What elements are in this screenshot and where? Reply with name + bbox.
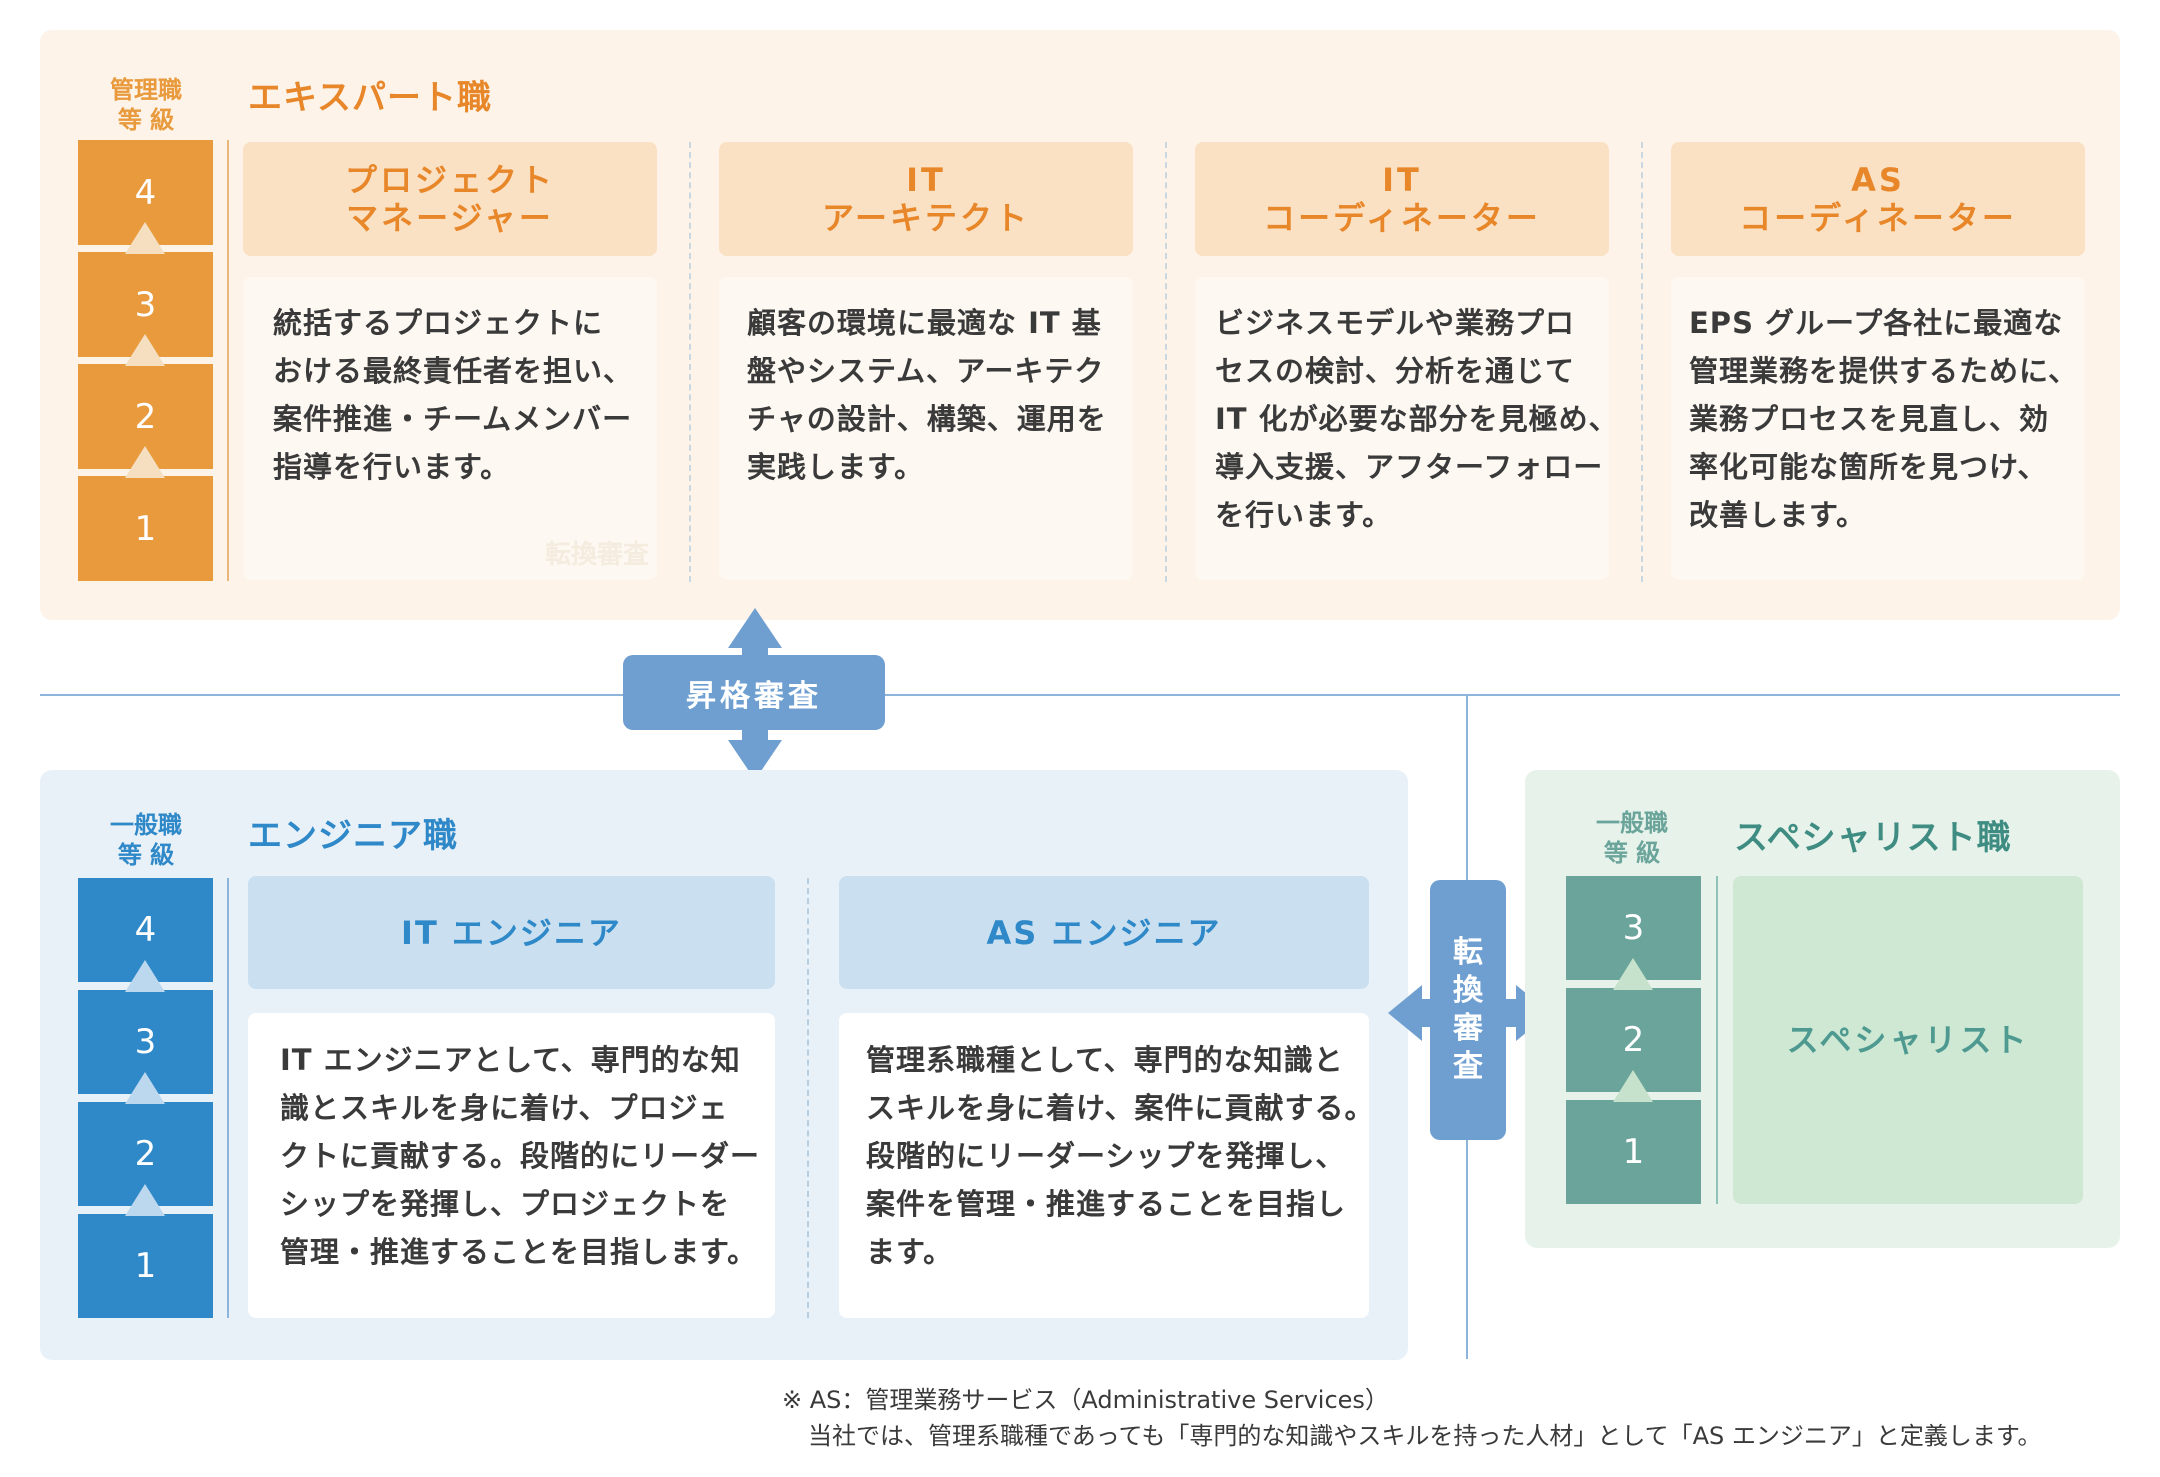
role-title-line: プロジェクト (344, 161, 555, 199)
up-arrow-icon (728, 608, 782, 678)
description-line: 顧客の環境に最適な IT 基 (747, 306, 1102, 340)
up-arrow-icon (1613, 1070, 1653, 1102)
grade-label-line: 一般職 (1596, 809, 1668, 837)
description-line: 案件を管理・推進することを目指し (866, 1187, 1347, 1221)
divider (227, 140, 229, 581)
column-divider (689, 142, 691, 582)
grade-box-2: 2 (78, 364, 213, 469)
conversion-review-char: 転 (1453, 935, 1483, 970)
description-line: おける最終責任者を担い、 (273, 354, 634, 388)
divider (227, 878, 229, 1318)
role-description-as-coordinator: EPS グループ各社に最適な 管理業務を提供するために、 業務プロセスを見直し、… (1671, 277, 2085, 580)
role-description-it-engineer: IT エンジニアとして、専門的な知 識とスキルを身に着け、プロジェ クトに貢献す… (248, 1013, 775, 1318)
description-line: IT エンジニアとして、専門的な知 (280, 1043, 741, 1077)
promotion-review-label: 昇格審査 (623, 655, 885, 730)
role-description-it-coordinator: ビジネスモデルや業務プロ セスの検討、分析を通じて IT 化が必要な部分を見極め… (1195, 277, 1619, 580)
description-line: 導入支援、アフターフォロー (1215, 450, 1604, 484)
role-box-specialist: スペシャリスト (1733, 876, 2083, 1204)
role-header-project-manager: プロジェクト マネージャー (243, 142, 657, 256)
engineer-title: エンジニア職 (248, 816, 458, 856)
role-header-it-engineer: IT エンジニア (248, 876, 775, 989)
description-line: 統括するプロジェクトに (273, 306, 604, 340)
conversion-review-char: 審 (1453, 1011, 1483, 1046)
expert-grade-label: 管理職 等 級 (96, 75, 196, 135)
description-line: 実践します。 (747, 450, 925, 484)
grade-box-1: 1 (78, 476, 213, 581)
column-divider (807, 878, 809, 1318)
role-title-line: マネージャー (346, 199, 554, 237)
up-arrow-icon (125, 1184, 165, 1216)
description-line: セスの検討、分析を通じて (1215, 354, 1576, 388)
role-title-line: AS (1851, 161, 1905, 199)
description-line: 管理系職種として、専門的な知識と (866, 1043, 1344, 1077)
up-arrow-icon (125, 960, 165, 992)
description-line: 率化可能な箇所を見つけ、 (1689, 450, 2048, 484)
description-line: IT 化が必要な部分を見極め、 (1215, 402, 1619, 436)
role-title-line: IT (906, 161, 946, 199)
column-divider (1641, 142, 1643, 582)
role-description-as-engineer: 管理系職種として、専門的な知識と スキルを身に着け、案件に貢献する。 段階的にリ… (839, 1013, 1375, 1318)
description-line: ビジネスモデルや業務プロ (1215, 306, 1576, 340)
grade-box-1: 1 (78, 1214, 213, 1318)
down-arrow-icon (728, 710, 782, 780)
description-line: 段階的にリーダーシップを発揮し、 (866, 1139, 1346, 1173)
up-arrow-icon (125, 446, 165, 478)
role-title-line: アーキテクト (821, 199, 1031, 237)
up-arrow-icon (1613, 958, 1653, 990)
description-line: 管理業務を提供するために、 (1689, 354, 2079, 388)
expert-title: エキスパート職 (248, 78, 492, 118)
divider (1716, 876, 1718, 1204)
conversion-review-label: 転 換 審 査 (1430, 880, 1506, 1140)
description-line: ます。 (866, 1235, 954, 1269)
up-arrow-icon (125, 1072, 165, 1104)
description-line: 盤やシステム、アーキテク (747, 354, 1105, 388)
conversion-review-char: 換 (1453, 973, 1483, 1008)
up-arrow-icon (125, 334, 165, 366)
role-description-project-manager: 統括するプロジェクトに おける最終責任者を担い、 案件推進・チームメンバー 指導… (243, 277, 657, 580)
description-line: 識とスキルを身に着け、プロジェ (280, 1091, 729, 1125)
description-line: クトに貢献する。段階的にリーダー (280, 1139, 761, 1173)
description-line: 改善します。 (1689, 498, 1867, 532)
description-line: シップを発揮し、プロジェクトを (280, 1187, 731, 1221)
grade-label-line: 一般職 (110, 811, 182, 839)
column-divider (1165, 142, 1167, 582)
description-line: を行います。 (1215, 498, 1393, 532)
grade-label-line: 管理職 (110, 76, 182, 104)
description-line: EPS グループ各社に最適な (1689, 306, 2064, 340)
specialist-grade-label: 一般職 等 級 (1582, 808, 1682, 868)
description-line: 指導を行います。 (273, 450, 511, 484)
grade-label-line: 等 級 (1603, 839, 1661, 867)
description-line: チャの設計、構築、運用を (747, 402, 1107, 436)
role-header-it-architect: IT アーキテクト (719, 142, 1133, 256)
role-header-as-engineer: AS エンジニア (839, 876, 1369, 989)
role-description-it-architect: 顧客の環境に最適な IT 基 盤やシステム、アーキテク チャの設計、構築、運用を… (719, 277, 1133, 580)
description-line: スキルを身に着け、案件に貢献する。 (866, 1091, 1375, 1125)
horizontal-connector-line (40, 694, 2120, 696)
specialist-title: スペシャリスト職 (1734, 818, 2012, 858)
description-line: 業務プロセスを見直し、効 (1689, 402, 2050, 436)
role-title-line: IT (1382, 161, 1422, 199)
engineer-grade-label: 一般職 等 級 (96, 810, 196, 870)
description-line: 管理・推進することを目指します。 (280, 1235, 758, 1269)
role-header-it-coordinator: IT コーディネーター (1195, 142, 1609, 256)
faint-watermark-text: 転換審査 (545, 540, 650, 570)
role-header-as-coordinator: AS コーディネーター (1671, 142, 2085, 256)
role-title-line: コーディネーター (1263, 199, 1541, 237)
up-arrow-icon (125, 222, 165, 254)
left-arrow-icon (1388, 985, 1438, 1041)
grade-box-1: 1 (1566, 1100, 1701, 1204)
grade-label-line: 等 級 (117, 841, 175, 869)
conversion-review-char: 査 (1453, 1049, 1483, 1084)
grade-label-line: 等 級 (117, 106, 175, 134)
footnote-line-2: 当社では、管理系職種であっても「専門的な知識やスキルを持った人材」として「AS … (808, 1422, 2042, 1450)
role-title-line: コーディネーター (1739, 199, 2017, 237)
description-line: 案件推進・チームメンバー (273, 402, 633, 436)
footnote-line-1: ※ AS：管理業務サービス（Administrative Services） (782, 1386, 1389, 1414)
